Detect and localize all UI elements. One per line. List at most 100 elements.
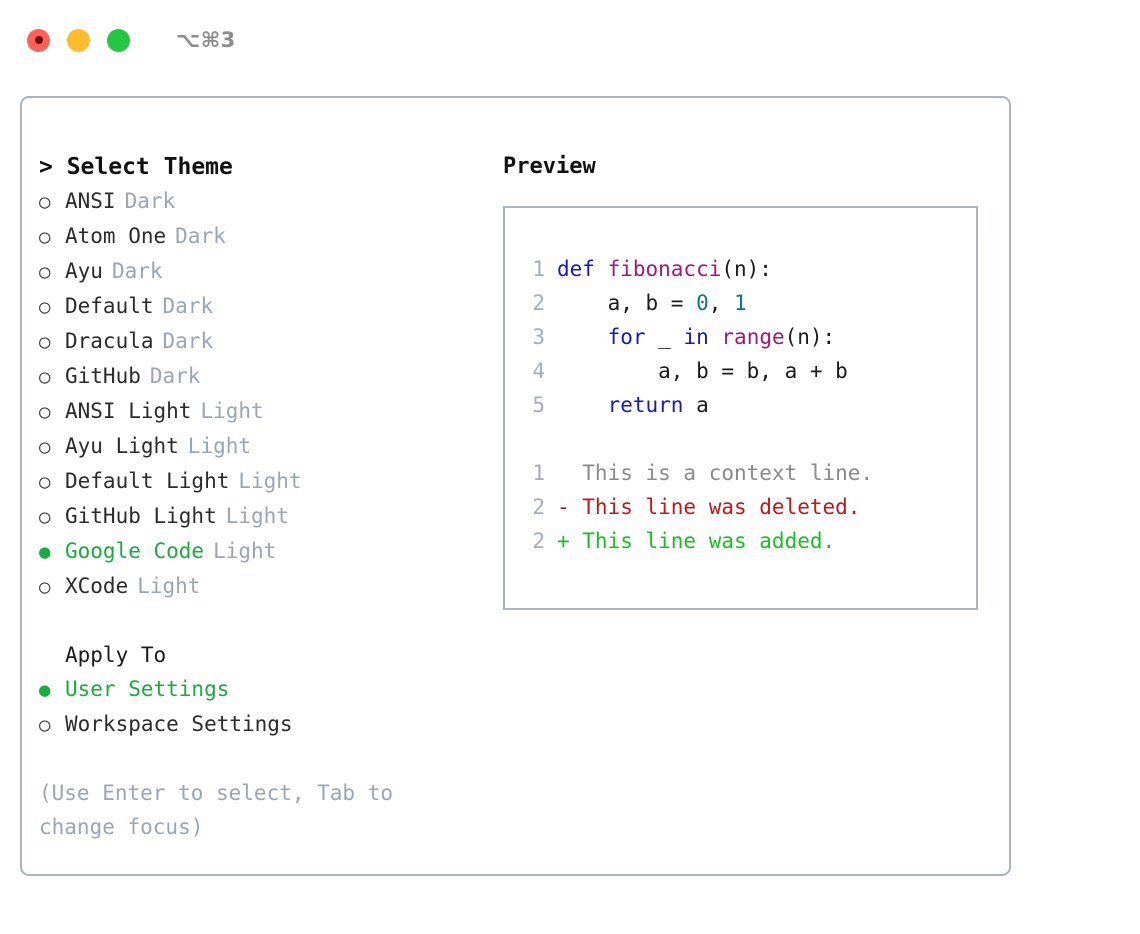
apply-to-item-user-settings[interactable]: ● User Settings <box>39 672 479 707</box>
theme-item-xcode[interactable]: ○ XCode Light <box>39 569 479 604</box>
code-token-plain <box>557 320 608 354</box>
theme-variant-badge: Dark <box>124 189 176 213</box>
code-token-fn: range <box>721 325 785 349</box>
radio-unselected-icon: ○ <box>39 296 51 318</box>
code-line: 1 def fibonacci(n): <box>519 252 976 286</box>
theme-item-label: Google Code <box>65 539 205 563</box>
code-diff-spacer <box>519 422 976 456</box>
line-number: 1 <box>532 257 545 281</box>
theme-item-google-code[interactable]: ● Google Code Light <box>39 534 479 569</box>
code-token-plain <box>709 320 722 354</box>
apply-to-item-workspace-settings[interactable]: ○ Workspace Settings <box>39 707 479 742</box>
title-bar: ⌥⌘3 <box>0 0 1140 80</box>
close-button[interactable] <box>27 28 50 52</box>
theme-item-ansi-light[interactable]: ○ ANSI Light Light <box>39 394 479 429</box>
theme-item-github[interactable]: ○ GitHub Dark <box>39 359 479 394</box>
line-number: 4 <box>532 359 545 383</box>
select-theme-header: > Select Theme <box>39 154 233 180</box>
radio-unselected-icon: ○ <box>39 331 51 353</box>
diff-line-text: - This line was deleted. <box>557 495 861 519</box>
window-controls <box>27 28 130 52</box>
theme-variant-badge: Light <box>213 539 277 563</box>
theme-variant-badge: Dark <box>162 329 214 353</box>
code-token-fn: fibonacci <box>607 257 722 281</box>
theme-item-label: XCode <box>65 574 129 598</box>
theme-item-ayu-light[interactable]: ○ Ayu Light Light <box>39 429 479 464</box>
diff-sample: 1 This is a context line.2- This line wa… <box>519 456 976 558</box>
line-number: 2 <box>532 291 545 315</box>
code-token-kw: in <box>683 325 709 349</box>
radio-unselected-icon: ○ <box>39 436 51 458</box>
maximize-button[interactable] <box>107 28 130 52</box>
theme-variant-badge: Dark <box>149 364 201 388</box>
theme-variant-badge: Dark <box>175 224 226 248</box>
radio-unselected-icon: ○ <box>39 401 51 423</box>
code-token-kw: def <box>557 257 608 281</box>
theme-item-label: Ayu Light <box>65 434 179 458</box>
minimize-button[interactable] <box>67 28 90 52</box>
code-token-kw: for <box>607 325 646 349</box>
code-line: 2 a, b = 0, 1 <box>519 286 976 320</box>
line-number: 2 <box>532 529 545 553</box>
keyboard-hint-text: (Use Enter to select, Tab to change focu… <box>39 781 406 839</box>
theme-item-label: GitHub Light <box>65 504 217 528</box>
radio-unselected-icon: ○ <box>39 366 51 388</box>
theme-item-ayu[interactable]: ○ Ayu Dark <box>39 254 479 289</box>
theme-item-default[interactable]: ○ Default Dark <box>39 289 479 324</box>
theme-item-label: GitHub <box>65 364 141 388</box>
theme-variant-badge: Light <box>187 434 252 458</box>
radio-unselected-icon: ○ <box>39 576 51 598</box>
radio-selected-icon: ● <box>39 541 51 563</box>
code-token-plain: (n): <box>721 257 772 281</box>
keyboard-shortcut-label: ⌥⌘3 <box>176 28 236 52</box>
diff-line-del: 2- This line was deleted. <box>519 490 976 524</box>
radio-unselected-icon: ○ <box>39 226 51 248</box>
recording-indicator-dot <box>34 36 43 44</box>
theme-variant-badge: Light <box>137 574 201 598</box>
theme-item-label: ANSI <box>65 189 116 213</box>
diff-line-ctx: 1 This is a context line. <box>519 456 976 490</box>
radio-unselected-icon: ○ <box>39 191 51 213</box>
code-token-kw: return <box>607 393 684 417</box>
line-number: 1 <box>532 461 545 485</box>
apply-to-header: Apply To <box>65 643 167 667</box>
diff-line-add: 2 + This line was added. <box>519 524 976 558</box>
theme-item-ansi[interactable]: ○ ANSI Dark <box>39 184 479 219</box>
code-token-plain: a, b = <box>557 291 697 315</box>
theme-variant-badge: Dark <box>111 259 163 283</box>
code-token-plain: a, b = b, a + b <box>557 359 848 383</box>
line-number: 3 <box>532 325 545 349</box>
code-token-plain: (n): <box>784 325 836 349</box>
theme-item-label: Default <box>65 294 154 318</box>
radio-unselected-icon: ○ <box>39 261 51 283</box>
code-line: 4 a, b = b, a + b <box>519 354 976 388</box>
theme-item-label: Ayu <box>65 259 103 283</box>
code-token-num: 0 <box>696 291 709 315</box>
theme-variant-badge: Dark <box>162 294 214 318</box>
section-spacer <box>39 604 479 638</box>
diff-line-text: + This line was added. <box>557 529 836 553</box>
code-token-plain <box>557 388 608 422</box>
radio-unselected-icon: ○ <box>39 714 51 736</box>
code-token-plain: _ <box>645 325 684 349</box>
theme-variant-badge: Light <box>200 399 264 423</box>
radio-unselected-icon: ○ <box>39 506 51 528</box>
theme-item-label: Default Light <box>65 469 230 493</box>
apply-to-list[interactable]: ● User Settings ○ Workspace Settings <box>39 672 479 742</box>
apply-to-item-label: User Settings <box>65 677 230 701</box>
apply-to-item-label: Workspace Settings <box>65 712 293 736</box>
code-token-num: 1 <box>734 291 747 315</box>
theme-item-label: ANSI Light <box>65 399 192 423</box>
code-line: 3 for _ in range(n): <box>519 320 976 354</box>
radio-selected-icon: ● <box>39 679 51 701</box>
code-line: 5 return a <box>519 388 976 422</box>
